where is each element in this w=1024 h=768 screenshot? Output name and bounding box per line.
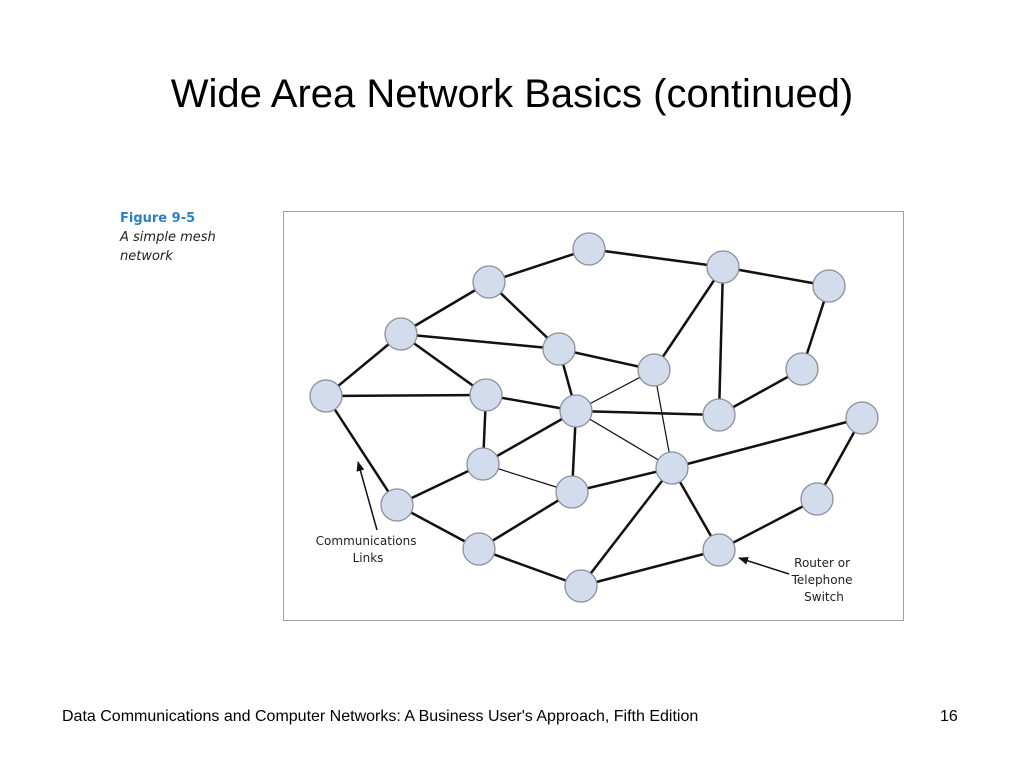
link-17-19 [718,497,818,552]
router-node-14 [466,447,500,481]
link-10-15 [575,410,673,469]
router-node-17 [380,488,414,522]
router-node-21 [564,569,598,603]
link-0-1 [488,247,590,284]
router-node-19 [462,532,496,566]
router-node-3 [706,250,740,284]
router-node-10 [469,378,503,412]
links-label: Communications Links [316,534,421,565]
link-14-15 [571,466,673,494]
link-8-16 [324,395,399,506]
link-10-13 [482,409,577,466]
callouts: Communications Links Router or Telephone… [316,461,857,604]
router-node-16 [655,451,689,485]
router-node-4 [812,269,846,303]
router-node-8 [785,352,819,386]
link-20-19 [580,548,720,588]
links-label-line-2: Links [353,551,384,565]
network-nodes [309,232,879,603]
router-node-15 [555,475,589,509]
mesh-network-svg: Communications Links Router or Telephone… [309,232,879,604]
link-15-20 [580,467,673,587]
router-node-9 [309,379,343,413]
mesh-network-diagram: Communications Links Router or Telephone… [283,211,904,621]
links-label-line-1: Communications [316,534,417,548]
figure-caption: Figure 9-5 A simple mesh network [120,210,230,266]
footer-text: Data Communications and Computer Network… [62,708,699,725]
router-node-1 [572,232,606,266]
link-18-20 [478,547,582,588]
link-4-9 [400,332,487,397]
node-callout-arrow [738,556,790,575]
link-1-4 [400,280,490,336]
router-node-13 [845,401,879,435]
link-4-5 [400,332,560,351]
link-8-9 [325,393,487,398]
link-2-6 [652,266,725,371]
figure-number: Figure 9-5 [120,211,196,226]
router-node-7 [637,353,671,387]
router-node-11 [559,394,593,428]
link-2-11 [717,266,725,416]
page-number: 16 [940,708,958,725]
figure-caption-text: A simple mesh network [120,230,216,264]
router-node-2 [472,265,506,299]
node-label-line-2: Telephone [791,573,853,587]
link-15-12 [671,416,863,470]
link-10-11 [575,409,720,417]
slide-title: Wide Area Network Basics (continued) [170,72,854,116]
link-2-3 [722,265,830,288]
router-node-6 [542,332,576,366]
links-callout-arrow [356,461,378,531]
router-node-20 [702,533,736,567]
node-label: Router or Telephone Switch [791,556,857,604]
router-node-5 [384,317,418,351]
router-node-12 [702,398,736,432]
node-label-line-1: Router or [794,556,850,570]
router-node-18 [800,482,834,516]
link-14-18 [478,490,573,551]
link-0-2 [588,247,724,269]
node-label-line-3: Switch [804,590,844,604]
